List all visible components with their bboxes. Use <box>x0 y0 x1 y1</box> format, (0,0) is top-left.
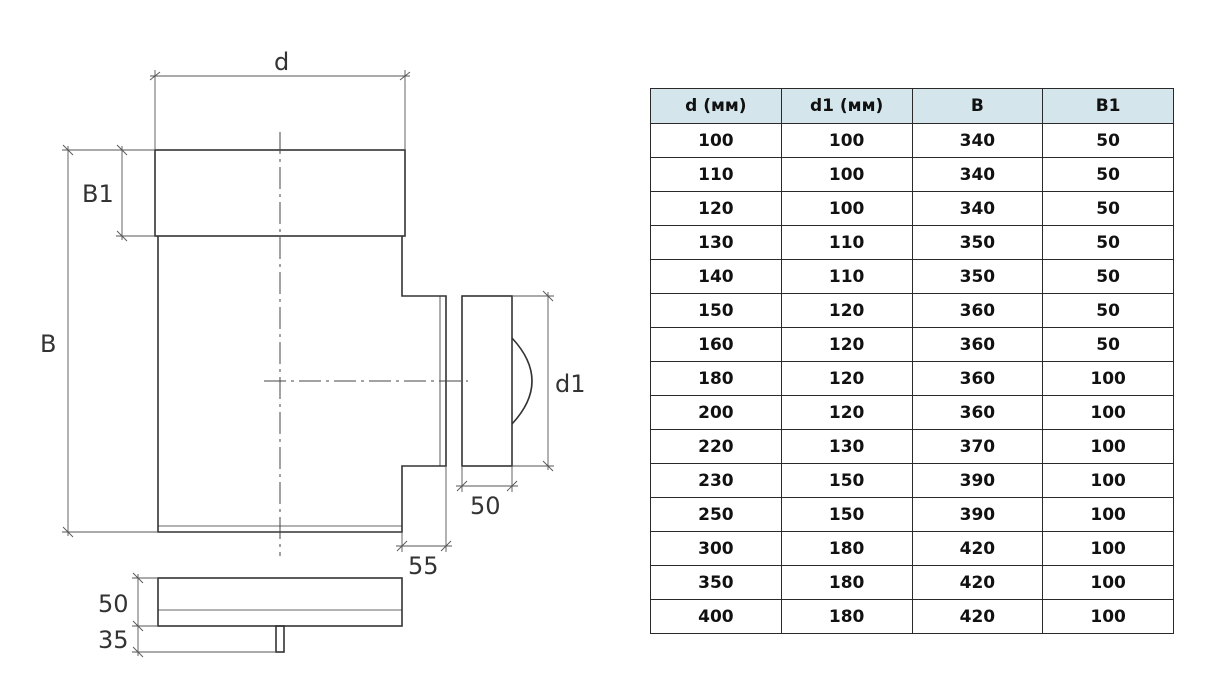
table-cell: 100 <box>1042 429 1174 464</box>
table-cell: 50 <box>1042 225 1174 260</box>
table-cell: 130 <box>650 225 782 260</box>
label-50-cap: 50 <box>98 590 129 618</box>
table-cell: 420 <box>911 565 1044 600</box>
header-b: B <box>911 88 1044 124</box>
table-cell: 360 <box>911 361 1044 396</box>
table-cell: 160 <box>650 327 782 362</box>
table-cell: 110 <box>780 259 913 294</box>
label-55: 55 <box>408 552 439 580</box>
table-cell: 120 <box>780 293 913 328</box>
table-cell: 180 <box>780 599 913 634</box>
table-cell: 100 <box>1042 599 1174 634</box>
table-cell: 150 <box>780 463 913 498</box>
table-cell: 120 <box>780 327 913 362</box>
table-cell: 340 <box>911 191 1044 226</box>
table-cell: 180 <box>780 565 913 600</box>
table-cell: 420 <box>911 531 1044 566</box>
table-cell: 140 <box>650 259 782 294</box>
table-cell: 360 <box>911 395 1044 430</box>
header-d: d (мм) <box>650 88 782 124</box>
table-cell: 50 <box>1042 293 1174 328</box>
table-cell: 50 <box>1042 259 1174 294</box>
table-cell: 50 <box>1042 191 1174 226</box>
header-d1: d1 (мм) <box>780 88 913 124</box>
table-cell: 100 <box>1042 361 1174 396</box>
cap-handle <box>511 337 533 425</box>
table-cell: 150 <box>650 293 782 328</box>
table-cell: 420 <box>911 599 1044 634</box>
table-cell: 100 <box>1042 497 1174 532</box>
table-cell: 180 <box>780 531 913 566</box>
table-cell: 50 <box>1042 123 1174 158</box>
table-cell: 130 <box>780 429 913 464</box>
table-cell: 100 <box>1042 531 1174 566</box>
table-cell: 110 <box>650 157 782 192</box>
label-b1: B1 <box>82 180 114 208</box>
label-d: d <box>274 48 289 76</box>
table-cell: 360 <box>911 293 1044 328</box>
table-header-row: d (мм) d1 (мм) B B1 <box>650 88 1174 124</box>
table-cell: 120 <box>780 395 913 430</box>
bottom-cap <box>157 577 403 627</box>
table-cell: 180 <box>650 361 782 396</box>
table-cell: 370 <box>911 429 1044 464</box>
tee-technical-drawing: d B1 B d1 50 55 50 35 <box>40 48 586 658</box>
table-cell: 390 <box>911 497 1044 532</box>
table-cell: 100 <box>780 157 913 192</box>
label-d1: d1 <box>555 370 586 398</box>
table-cell: 350 <box>650 565 782 600</box>
table-cell: 100 <box>780 191 913 226</box>
tee-body <box>157 236 447 533</box>
table-cell: 50 <box>1042 327 1174 362</box>
table-cell: 200 <box>650 395 782 430</box>
table-cell: 350 <box>911 259 1044 294</box>
table-cell: 150 <box>780 497 913 532</box>
table-cell: 50 <box>1042 157 1174 192</box>
table-cell: 120 <box>650 191 782 226</box>
table-cell: 350 <box>911 225 1044 260</box>
table-cell: 250 <box>650 497 782 532</box>
table-cell: 300 <box>650 531 782 566</box>
label-b: B <box>40 330 56 358</box>
table-cell: 340 <box>911 157 1044 192</box>
label-35: 35 <box>98 626 129 654</box>
table-cell: 230 <box>650 463 782 498</box>
table-cell: 100 <box>780 123 913 158</box>
table-cell: 120 <box>780 361 913 396</box>
table-cell: 100 <box>1042 395 1174 430</box>
table-cell: 400 <box>650 599 782 634</box>
table-cell: 360 <box>911 327 1044 362</box>
table-cell: 110 <box>780 225 913 260</box>
table-cell: 100 <box>1042 463 1174 498</box>
table-cell: 100 <box>650 123 782 158</box>
table-cell: 390 <box>911 463 1044 498</box>
label-50-side: 50 <box>470 492 501 520</box>
side-cap <box>461 295 513 467</box>
header-b1: B1 <box>1042 88 1174 124</box>
table-cell: 220 <box>650 429 782 464</box>
table-cell: 100 <box>1042 565 1174 600</box>
table-cell: 340 <box>911 123 1044 158</box>
drain-nipple <box>275 625 285 653</box>
